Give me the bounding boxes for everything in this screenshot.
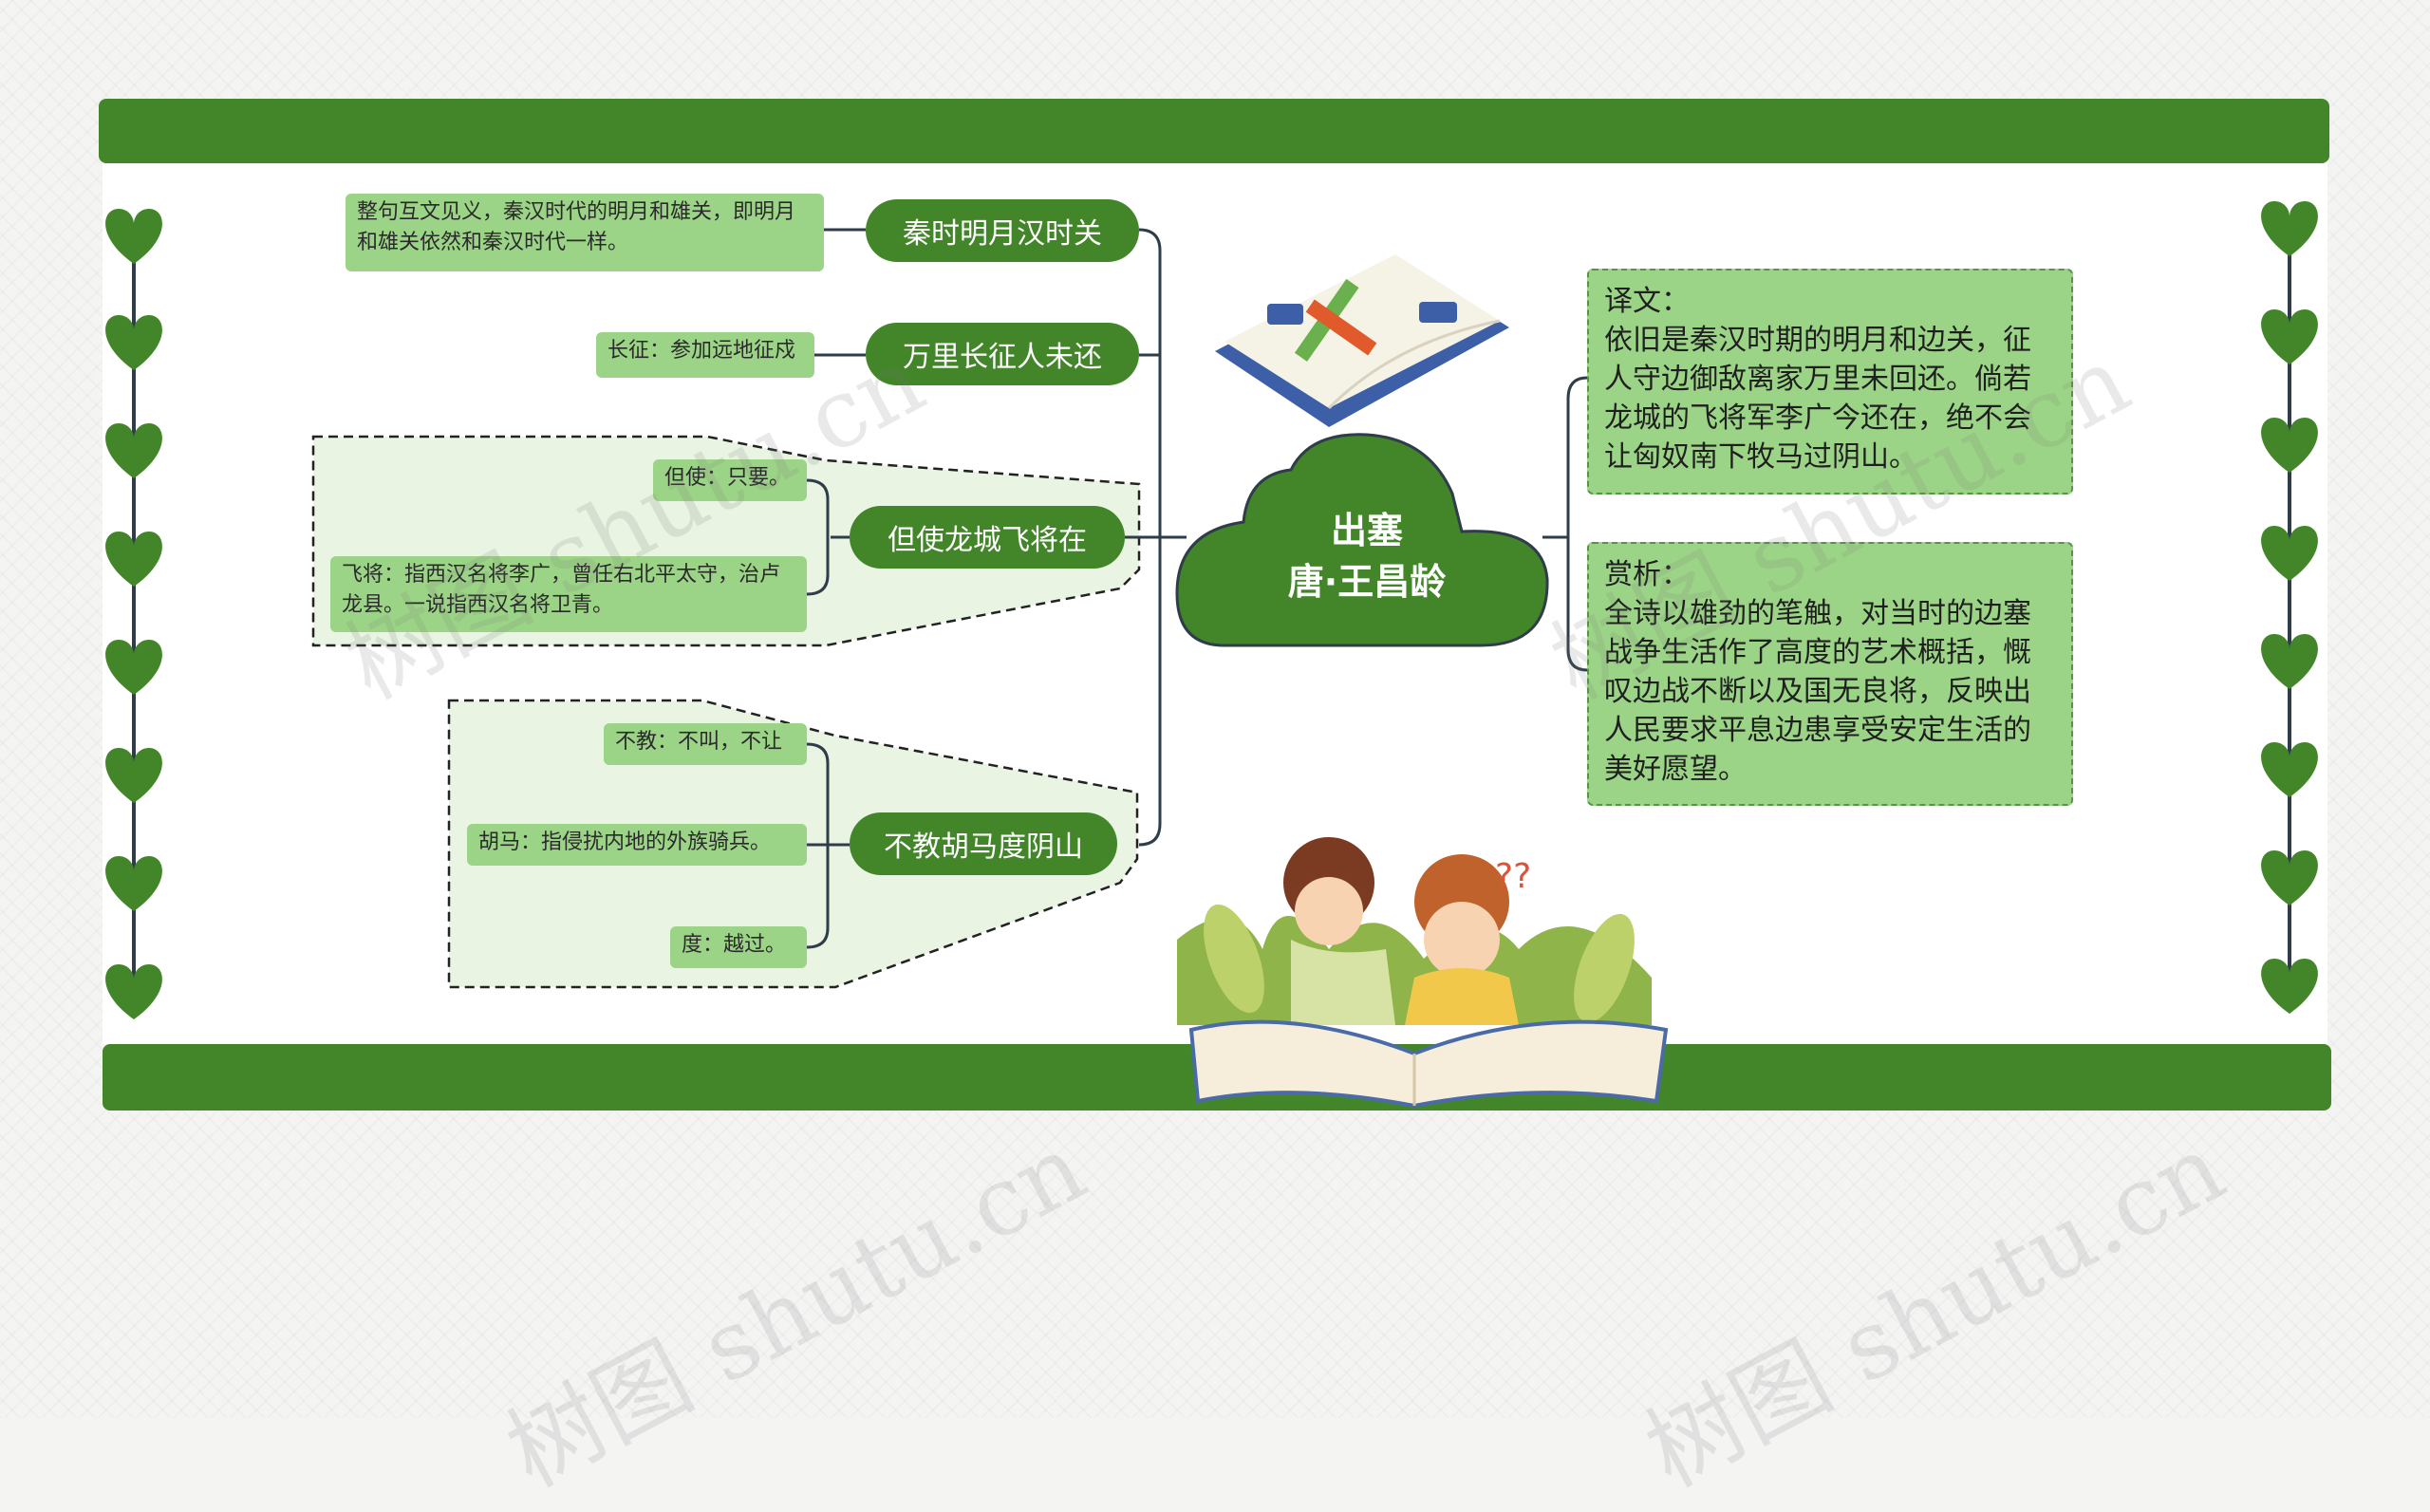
central-topic: 出塞 唐·王昌龄 [1234,505,1500,607]
heart-icon [2261,634,2318,689]
note-3-2: 飞将：指西汉名将李广，曾任右北平太守，治卢龙县。一说指西汉名将卫青。 [330,556,807,632]
svg-text:??: ?? [1495,857,1531,896]
appreciation-box: 赏析： 全诗以雄劲的笔触，对当时的边塞战争生活作了高度的艺术概括，慨叹边战不断以… [1587,542,2073,806]
note-4-2: 胡马：指侵扰内地的外族骑兵。 [467,824,807,866]
note-3-1: 但使：只要。 [653,459,807,501]
heart-icon [2261,201,2318,256]
book-pencil-illustration [1215,254,1509,427]
branch-3: 但使龙城飞将在 [850,506,1125,569]
heart-icon [105,209,162,264]
note-4-1: 不教：不叫，不让 [604,723,807,765]
heart-icon [2261,742,2318,797]
heart-icon [2261,309,2318,364]
heart-icon [105,856,162,911]
branch-1: 秦时明月汉时关 [866,199,1139,262]
translation-box: 译文： 依旧是秦汉时期的明月和边关，征人守边御敌离家万里未回还。倘若龙城的飞将军… [1587,269,2073,495]
branch-4: 不教胡马度阴山 [850,812,1117,875]
heart-icon [105,964,162,1019]
heart-icon [2261,959,2318,1014]
title-line-2: 唐·王昌龄 [1287,561,1447,603]
branch-2: 万里长征人未还 [866,323,1139,385]
note-2-1: 长征：参加远地征戍 [596,332,814,378]
heart-icon [105,315,162,370]
heart-icon [105,423,162,478]
title-line-1: 出塞 [1330,510,1403,551]
note-1-1: 整句互文见义，秦汉时代的明月和雄关，即明月和雄关依然和秦汉时代一样。 [346,194,824,271]
note-4-3: 度：越过。 [670,926,807,968]
central-cloud [1175,433,1549,647]
heart-icon [2261,418,2318,473]
kids-reading-illustration: ?? [1177,837,1669,1109]
heart-icon [105,640,162,695]
heart-icon [2261,526,2318,581]
heart-icon [105,532,162,587]
top-bar [99,99,2329,163]
heart-icon [2261,850,2318,905]
heart-icon [105,748,162,803]
